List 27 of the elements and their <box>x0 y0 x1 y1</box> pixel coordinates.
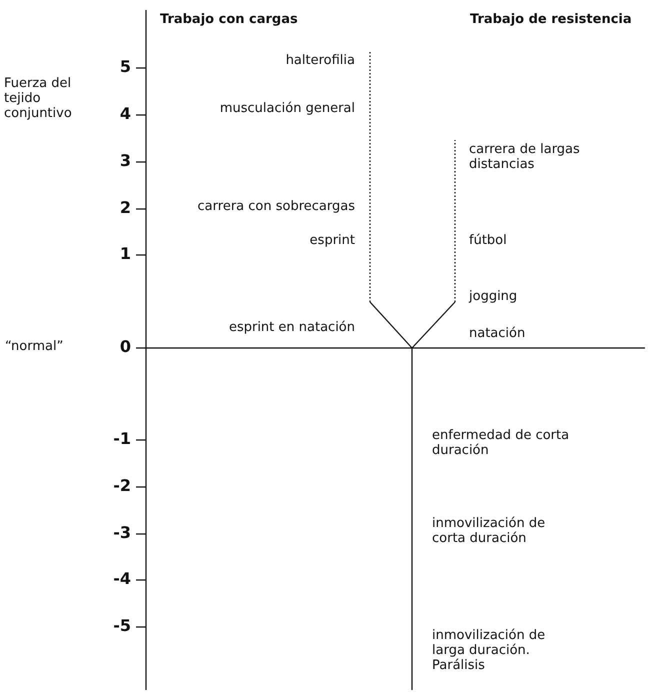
activity-label: jogging <box>469 289 518 304</box>
axis-title: Fuerza del tejido conjuntivo <box>4 76 73 121</box>
tick-label: 0 <box>120 339 131 354</box>
activity-label: musculación general <box>220 101 355 116</box>
tick-label: -1 <box>113 431 131 446</box>
tick-label: 5 <box>120 59 131 74</box>
tick-label: 4 <box>120 106 131 121</box>
column-heading: Trabajo de resistencia <box>470 12 632 27</box>
activity-label: enfermedad de corta duración <box>432 428 570 458</box>
tick-label: -3 <box>113 525 131 540</box>
activity-label: inmovilización de larga duración. Parálisis <box>432 628 546 673</box>
activity-label: fútbol <box>469 233 507 248</box>
activity-label: esprint <box>310 233 355 248</box>
tick-label: 3 <box>120 153 131 168</box>
activity-label: inmovilización de corta duración <box>432 516 546 546</box>
tick-label: -4 <box>113 571 131 586</box>
activity-label: natación <box>469 326 526 341</box>
tick-label: -2 <box>113 478 131 493</box>
activity-label: carrera con sobrecargas <box>198 199 355 214</box>
axis-label: “normal” <box>5 339 64 354</box>
activity-label: halterofilia <box>286 53 355 68</box>
tick-label: 1 <box>120 246 131 261</box>
tick-label: 2 <box>120 200 131 215</box>
tick-label: -5 <box>113 618 131 633</box>
activity-label: carrera de largas distancias <box>469 142 581 172</box>
column-heading: Trabajo con cargas <box>160 12 298 27</box>
activity-label: esprint en natación <box>228 320 355 335</box>
